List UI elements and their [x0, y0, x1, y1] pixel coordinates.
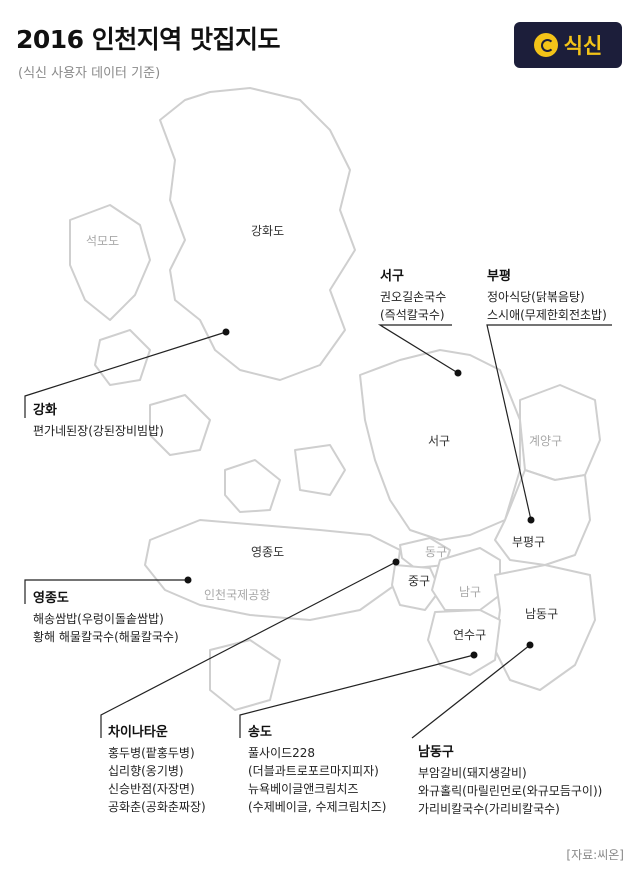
callout-item: 와규홀릭(마릴린먼로(와규모듬구이)) [418, 784, 603, 798]
callout-item: 부암갈비(돼지생갈비) [418, 766, 527, 780]
namdong-marker [526, 641, 534, 649]
logo-mark-icon [533, 33, 558, 57]
yeongjong-leader-line [24, 579, 188, 604]
region-label-airport: 인천국제공항 [204, 588, 271, 602]
callout-item: (수제베이글, 수제크림치즈) [248, 800, 387, 814]
callout-bupyeong-head: 부평 [487, 269, 511, 284]
chinatown-leader-line [100, 561, 397, 738]
junggu-shape [391, 564, 441, 611]
seogu-leader-line [377, 324, 459, 374]
bupyeong-marker [527, 516, 535, 524]
island-shape [294, 444, 346, 496]
callout-item: (더블과트로포르마지피자) [248, 764, 379, 778]
callout-item: 황해 해물칼국수(해물칼국수) [33, 630, 179, 644]
region-label-donggu: 동구 [425, 545, 448, 559]
yeongjongdo-shape [144, 519, 401, 621]
namdonggu-shape [494, 564, 596, 691]
region-label-gyeyanggu: 계양구 [529, 434, 563, 448]
callout-item: 권오길손국수 [380, 290, 447, 304]
ganghwa-leader-line [24, 331, 227, 418]
region-label-bupyeonggu: 부평구 [512, 535, 546, 549]
chinatown-marker [392, 558, 400, 566]
callout-chinatown-head: 차이나타운 [108, 725, 168, 740]
callout-yeongjong: 영종도 해송쌈밥(우렁이돌솥쌈밥) 황해 해물칼국수(해물칼국수) [33, 590, 179, 646]
region-label-namgu: 남구 [459, 585, 482, 599]
callout-item: 공화춘(공화춘짜장) [108, 800, 206, 814]
callout-songdo: 송도 풀사이드228 (더블과트로포르마지피자) 뉴욕베이글앤크림치즈 (수제베… [248, 724, 386, 816]
callout-songdo-head: 송도 [248, 725, 272, 740]
region-label-yeonsugu: 연수구 [453, 628, 487, 642]
brand-logo: 식신 [514, 22, 622, 68]
callout-item: (즉석칼국수) [380, 308, 445, 322]
songdo-marker [470, 651, 478, 659]
page-subtitle: (식신 사용자 데이터 기준) [18, 66, 161, 81]
region-label-seokmodo: 석모도 [86, 234, 120, 248]
callout-item: 신승반점(자장면) [108, 782, 195, 796]
callout-item: 편가네된장(강된장비빔밥) [33, 424, 164, 438]
callout-item: 십리향(옹기병) [108, 764, 184, 778]
callout-ganghwa-head: 강화 [33, 403, 57, 418]
logo-text: 식신 [563, 34, 603, 58]
namgu-shape [431, 547, 501, 611]
region-label-ganghwado: 강화도 [251, 224, 285, 238]
region-label-namdonggu: 남동구 [525, 607, 559, 621]
callout-seogu-head: 서구 [380, 269, 404, 284]
callout-bupyeong: 부평 정아식당(닭볶음탕) 스시애(무제한회전초밥) [487, 268, 607, 324]
callout-yeongjong-head: 영종도 [33, 591, 69, 606]
bupyeong-leader-line [486, 324, 612, 521]
callout-item: 풀사이드228 [248, 746, 316, 760]
island-shape [149, 394, 211, 456]
songdo-leader-line [239, 654, 475, 738]
ganghwa-marker [222, 328, 230, 336]
namdong-leader-line [411, 644, 531, 739]
callout-item: 정아식당(닭볶음탕) [487, 290, 585, 304]
callout-namdong: 남동구 부암갈비(돼지생갈비) 와규홀릭(마릴린먼로(와규모듬구이)) 가리비칼… [418, 744, 602, 818]
callout-chinatown: 차이나타운 홍두병(팥홍두병) 십리향(옹기병) 신승반점(자장면) 공화춘(공… [108, 724, 206, 816]
yeonsugu-shape [427, 609, 501, 676]
ganghwado-shape [159, 87, 356, 381]
source-credit: [자료:씨온] [566, 848, 624, 862]
callout-ganghwa: 강화 편가네된장(강된장비빔밥) [33, 402, 164, 440]
callout-item: 뉴욕베이글앤크림치즈 [248, 782, 359, 796]
seokmodo-shape [69, 204, 151, 321]
callout-seogu: 서구 권오길손국수 (즉석칼국수) [380, 268, 446, 324]
seogu-marker [454, 369, 462, 377]
island-shape [224, 459, 281, 513]
page-title: 2016 인천지역 맛집지도 [16, 25, 281, 54]
region-label-seogu: 서구 [428, 434, 451, 448]
callout-item: 스시애(무제한회전초밥) [487, 308, 607, 322]
bupyeonggu-shape [494, 469, 591, 566]
island-shape [94, 329, 151, 386]
region-label-yeongjongdo: 영종도 [251, 545, 285, 559]
callout-item: 해송쌈밥(우렁이돌솥쌈밥) [33, 612, 164, 626]
yeongjong-marker [184, 576, 192, 584]
region-label-junggu: 중구 [408, 574, 431, 588]
callout-item: 홍두병(팥홍두병) [108, 746, 195, 760]
callout-namdong-head: 남동구 [418, 745, 454, 760]
island-shape [209, 639, 281, 711]
callout-item: 가리비칼국수(가리비칼국수) [418, 802, 560, 816]
